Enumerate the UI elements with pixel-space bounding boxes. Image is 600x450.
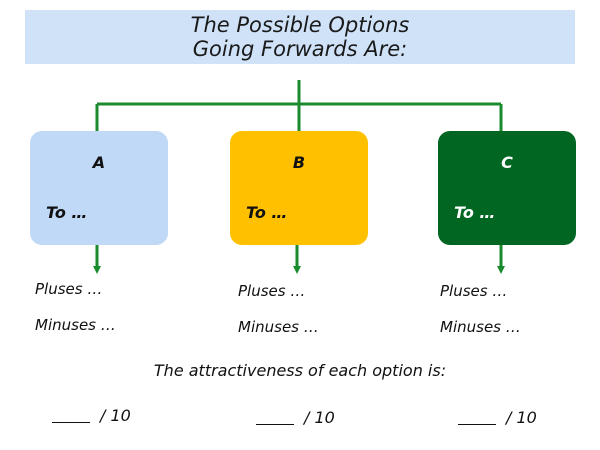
minuses-b: Minuses … — [238, 318, 319, 336]
option-box-a: A To … — [30, 131, 168, 245]
score-c: / 10 — [458, 408, 537, 427]
option-box-b: B To … — [230, 131, 368, 245]
score-blank-c — [458, 408, 496, 425]
score-text-c: / 10 — [506, 408, 537, 427]
title-line-1: The Possible Options — [190, 13, 410, 37]
attractiveness-prompt: The attractiveness of each option is: — [153, 361, 447, 380]
score-a: / 10 — [52, 406, 131, 425]
title-line-2: Going Forwards Are: — [192, 37, 408, 61]
pluses-c: Pluses … — [440, 282, 508, 300]
option-box-c: C To … — [438, 131, 576, 245]
option-letter-a: A — [92, 153, 106, 172]
score-blank-b — [256, 408, 294, 425]
minuses-c: Minuses … — [440, 318, 521, 336]
title-banner: The Possible Options Going Forwards Are: — [25, 10, 575, 64]
score-text-a: / 10 — [100, 406, 131, 425]
score-blank-a — [52, 406, 90, 423]
option-to-c: To … — [454, 203, 496, 222]
minuses-a: Minuses … — [35, 316, 116, 334]
option-to-b: To … — [246, 203, 288, 222]
option-to-a: To … — [46, 203, 88, 222]
score-text-b: / 10 — [304, 408, 335, 427]
score-b: / 10 — [256, 408, 335, 427]
option-letter-b: B — [292, 153, 306, 172]
pluses-b: Pluses … — [238, 282, 306, 300]
pluses-a: Pluses … — [35, 280, 103, 298]
option-letter-c: C — [501, 153, 513, 172]
